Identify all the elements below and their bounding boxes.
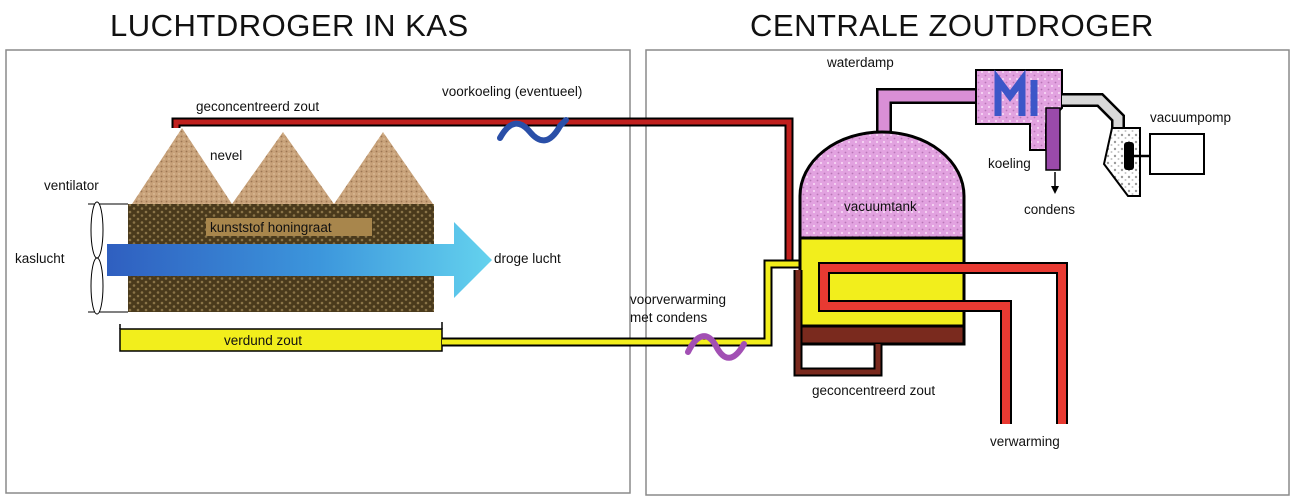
vacuum-tank-dome [798,130,966,240]
label-condens: condens [1024,202,1075,217]
label-verwarming: verwarming [990,434,1060,449]
airflow-arrow [107,222,492,298]
label-met-condens: met condens [630,310,708,325]
diluted-salt-pipe-outline [442,259,800,347]
preheat-wave [685,333,747,361]
vacuum-tank-bottom [798,324,966,346]
left-frame [5,49,631,494]
label-kaslucht: kaslucht [15,251,65,266]
title-luchtdroger: LUCHTDROGER IN KAS [110,8,469,43]
honeycomb-label-box [206,218,372,236]
vacuum-pump-motor [1149,133,1205,175]
precool-wave [497,117,569,144]
vacuum-pump-housing [1102,127,1141,197]
concentrated-return-pipe [795,270,881,375]
label-waterdamp: waterdamp [826,55,894,70]
label-vacuumpomp: vacuumpomp [1150,110,1231,125]
label-verdund-zout: verdund zout [224,333,302,348]
diluted-salt-pipe [442,261,800,345]
cooling-coil-left [994,69,1026,116]
mist-triangle-2 [232,132,334,204]
label-kunststof-honingraat: kunststof honingraat [210,220,332,235]
label-geconcentreerd-zout-top: geconcentreerd zout [196,99,319,114]
label-geconcentreerd-zout-bottom: geconcentreerd zout [812,383,935,398]
label-nevel: nevel [210,148,242,163]
condens-outlet [1045,107,1061,171]
label-voorkoeling: voorkoeling (eventueel) [442,84,582,99]
fan-blade-top [90,201,104,259]
heating-loop [820,264,1066,424]
mist-triangle-1 [132,128,232,204]
right-frame [645,49,1290,496]
mist-triangle-3 [334,132,433,204]
label-droge-lucht: droge lucht [494,251,561,266]
fan-blade-bottom [90,257,104,315]
label-vacuumtank: vacuumtank [844,199,917,214]
label-ventilator: ventilator [44,178,99,193]
label-voorverwarming: voorverwarming [630,292,726,307]
label-koeling: koeling [988,156,1031,171]
title-centrale-zoutdroger: CENTRALE ZOUTDROGER [750,8,1154,43]
concentrated-salt-pipe [173,119,792,268]
